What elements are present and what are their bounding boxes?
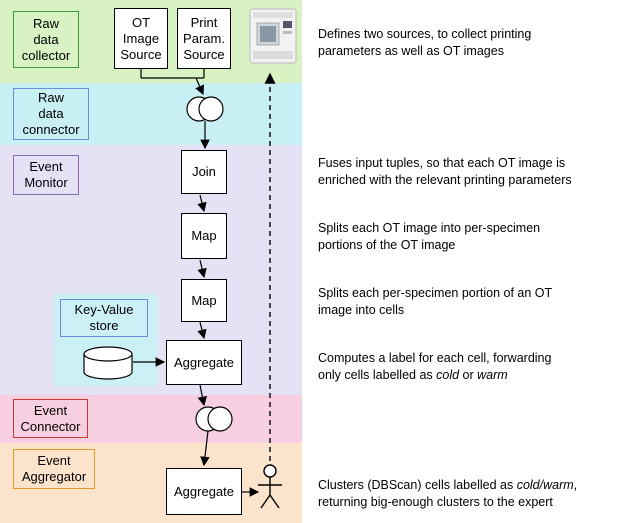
ot-image-source-node: OT Image Source — [114, 8, 168, 69]
description-text: Clusters (DBScan) cells labelled as — [318, 478, 517, 492]
edge-to-raw-connector — [195, 77, 205, 96]
event-connector-band — [0, 395, 302, 443]
edge-map2-aggregate — [197, 321, 207, 340]
description-join-line-1: Fuses input tuples, so that each OT imag… — [318, 156, 566, 170]
raw-data-connector-band — [0, 83, 302, 145]
map-node-1: Map — [181, 213, 227, 259]
aggregate-node-2: Aggregate — [166, 468, 242, 515]
event-connector-label: Event Connector — [13, 399, 88, 438]
event-monitor-label: Event Monitor — [13, 155, 79, 195]
key-value-store-label: Key-Value store — [60, 299, 148, 337]
raw-connector-circle-right — [198, 96, 224, 122]
event-aggregator-band — [0, 443, 302, 523]
join-node: Join — [181, 150, 227, 194]
description-map-2-line-2: image into cells — [318, 303, 405, 317]
edge-event-connector-aggregate — [200, 430, 210, 467]
description-map-1-line-1: Splits each OT image into per-specimen — [318, 221, 541, 235]
edge-join-map1 — [197, 194, 207, 213]
description-text: , — [573, 478, 578, 492]
label-cold: cold — [436, 368, 460, 382]
event-aggregator-label: Event Aggregator — [13, 449, 95, 489]
raw-data-connector-label: Raw data connector — [13, 88, 89, 140]
description-join-line-2: enriched with the relevant printing para… — [318, 173, 572, 187]
description-text: only cells labelled as — [318, 368, 437, 382]
description-aggregate-1-line-2: only cells labelled as cold or warm — [318, 367, 638, 384]
description-aggregate-1-line-1: Computes a label for each cell, forwardi… — [318, 351, 552, 365]
raw-data-collector-label: Raw data collector — [13, 11, 79, 68]
event-connector-circle-right — [207, 406, 233, 432]
description-sources: Defines two sources, to collect printing… — [318, 26, 638, 60]
edge-aggregate-event-connector — [197, 384, 208, 407]
description-sources-line-2: parameters as well as OT images — [318, 44, 504, 58]
description-aggregate-2-line-1: Clusters (DBScan) cells labelled as cold… — [318, 477, 638, 494]
description-text: or — [459, 368, 478, 382]
description-map-2: Splits each per-specimen portion of an O… — [318, 285, 638, 319]
description-map-2-line-1: Splits each per-specimen portion of an O… — [318, 286, 553, 300]
description-join: Fuses input tuples, so that each OT imag… — [318, 155, 638, 189]
database-icon — [83, 346, 133, 380]
description-aggregate-2-line-2: returning big-enough clusters to the exp… — [318, 495, 553, 509]
map-node-2: Map — [181, 279, 227, 322]
printer-icon — [249, 7, 297, 65]
label-warm: warm — [477, 368, 508, 382]
description-aggregate-1: Computes a label for each cell, forwardi… — [318, 350, 638, 384]
aggregate-node-1: Aggregate — [166, 340, 242, 385]
description-aggregate-2: Clusters (DBScan) cells labelled as cold… — [318, 477, 638, 511]
description-map-1: Splits each OT image into per-specimen p… — [318, 220, 638, 254]
print-param-source-node: Print Param. Source — [177, 8, 231, 69]
description-map-1-line-2: portions of the OT image — [318, 238, 456, 252]
label-cold-warm: cold/warm — [516, 478, 574, 492]
expert-person-icon — [258, 464, 282, 509]
description-sources-line-1: Defines two sources, to collect printing — [318, 27, 532, 41]
edge-map1-map2 — [197, 259, 207, 279]
